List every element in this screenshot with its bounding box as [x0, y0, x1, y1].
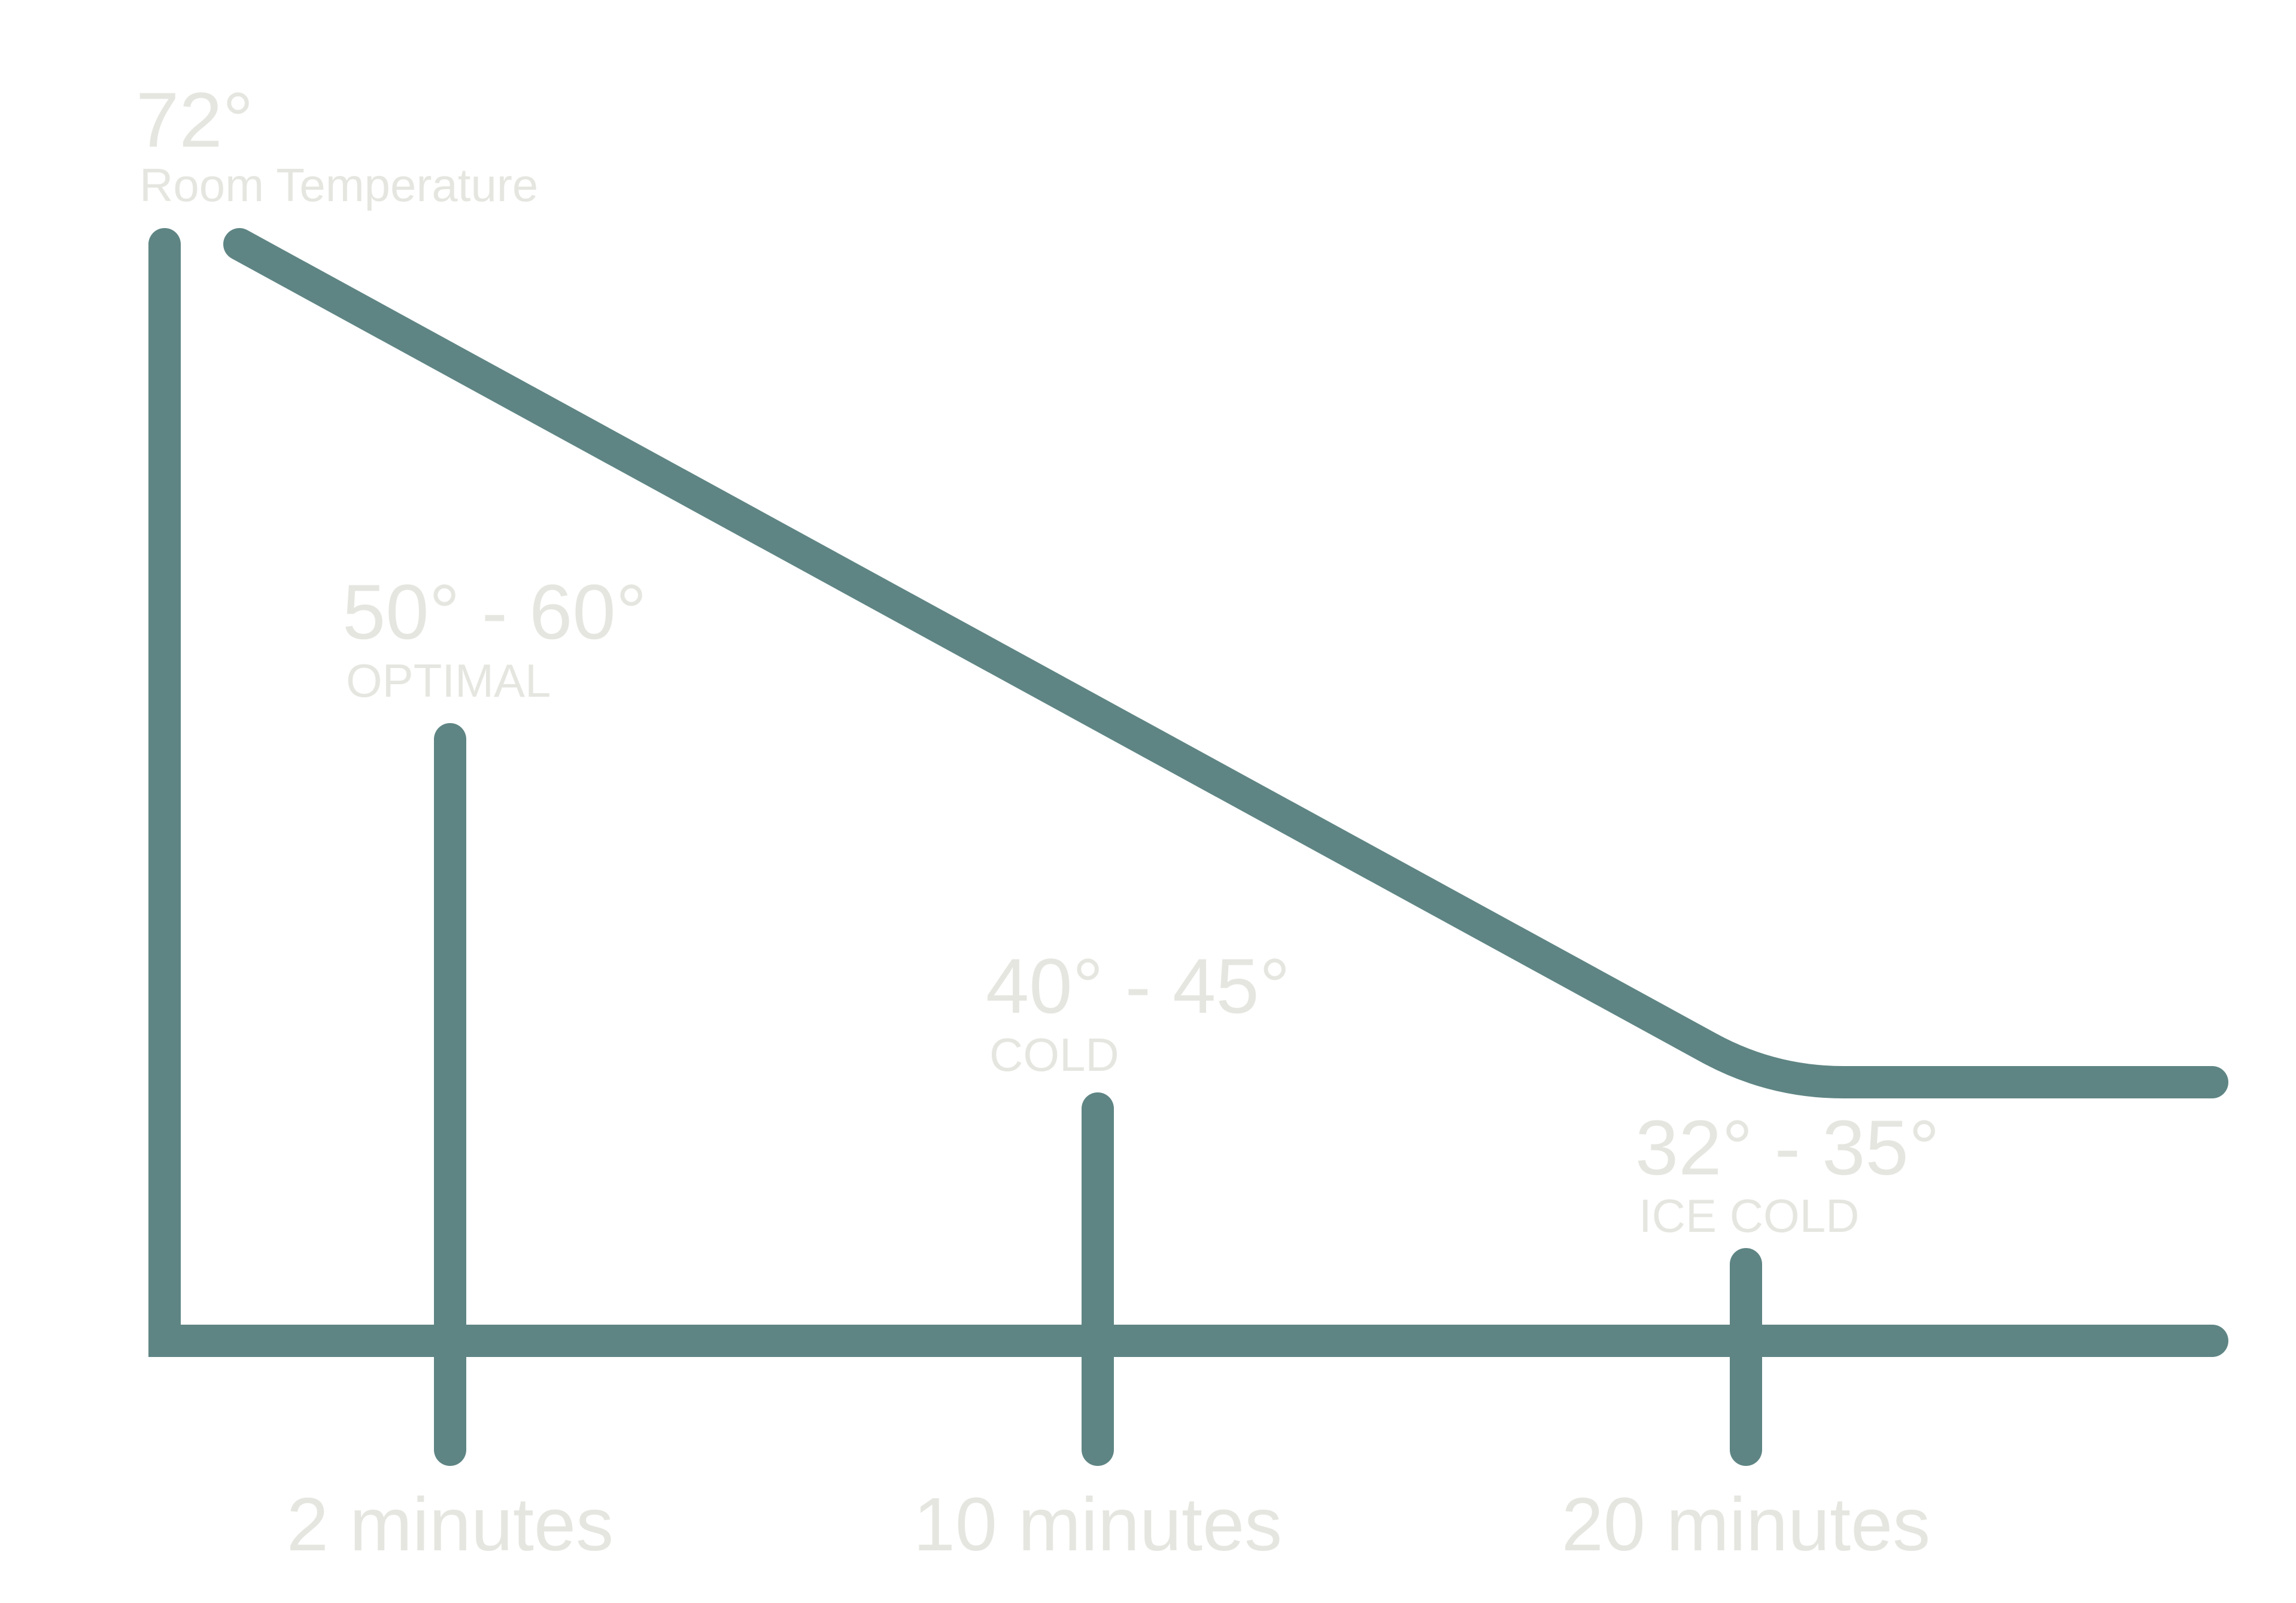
annotation-group: 72°Room Temperature 50° - 60°OPTIMAL 40° -…: [136, 76, 1940, 1242]
tick-label-3: 20 minutes: [1562, 1482, 1930, 1566]
annotation-label-4: ICE COLD: [1639, 1189, 1859, 1242]
tick-label-group: 2 minutes 10 minutes 20 minutes: [287, 1482, 1930, 1566]
annotation-value-4: 32° - 35°: [1635, 1104, 1940, 1191]
axis-lines: [148, 244, 2212, 1357]
axes: [148, 228, 2228, 1357]
y-axis-cap: [148, 228, 181, 260]
annotation-value-1: 72°: [136, 76, 254, 163]
tick-label-1: 2 minutes: [287, 1482, 614, 1566]
annotation-value-2: 50° - 60°: [342, 568, 647, 655]
series-group: [223, 228, 2228, 1098]
series-line-1: [223, 228, 2228, 1098]
tick-label-2: 10 minutes: [913, 1482, 1282, 1566]
annotation-label-2: OPTIMAL: [346, 654, 551, 707]
tick-group: [434, 723, 1762, 1466]
annotation-label-3: COLD: [989, 1028, 1119, 1081]
x-axis-cap: [2196, 1325, 2228, 1357]
annotation-value-3: 40° - 45°: [986, 942, 1290, 1030]
annotation-label-1: Room Temperature: [139, 159, 538, 211]
